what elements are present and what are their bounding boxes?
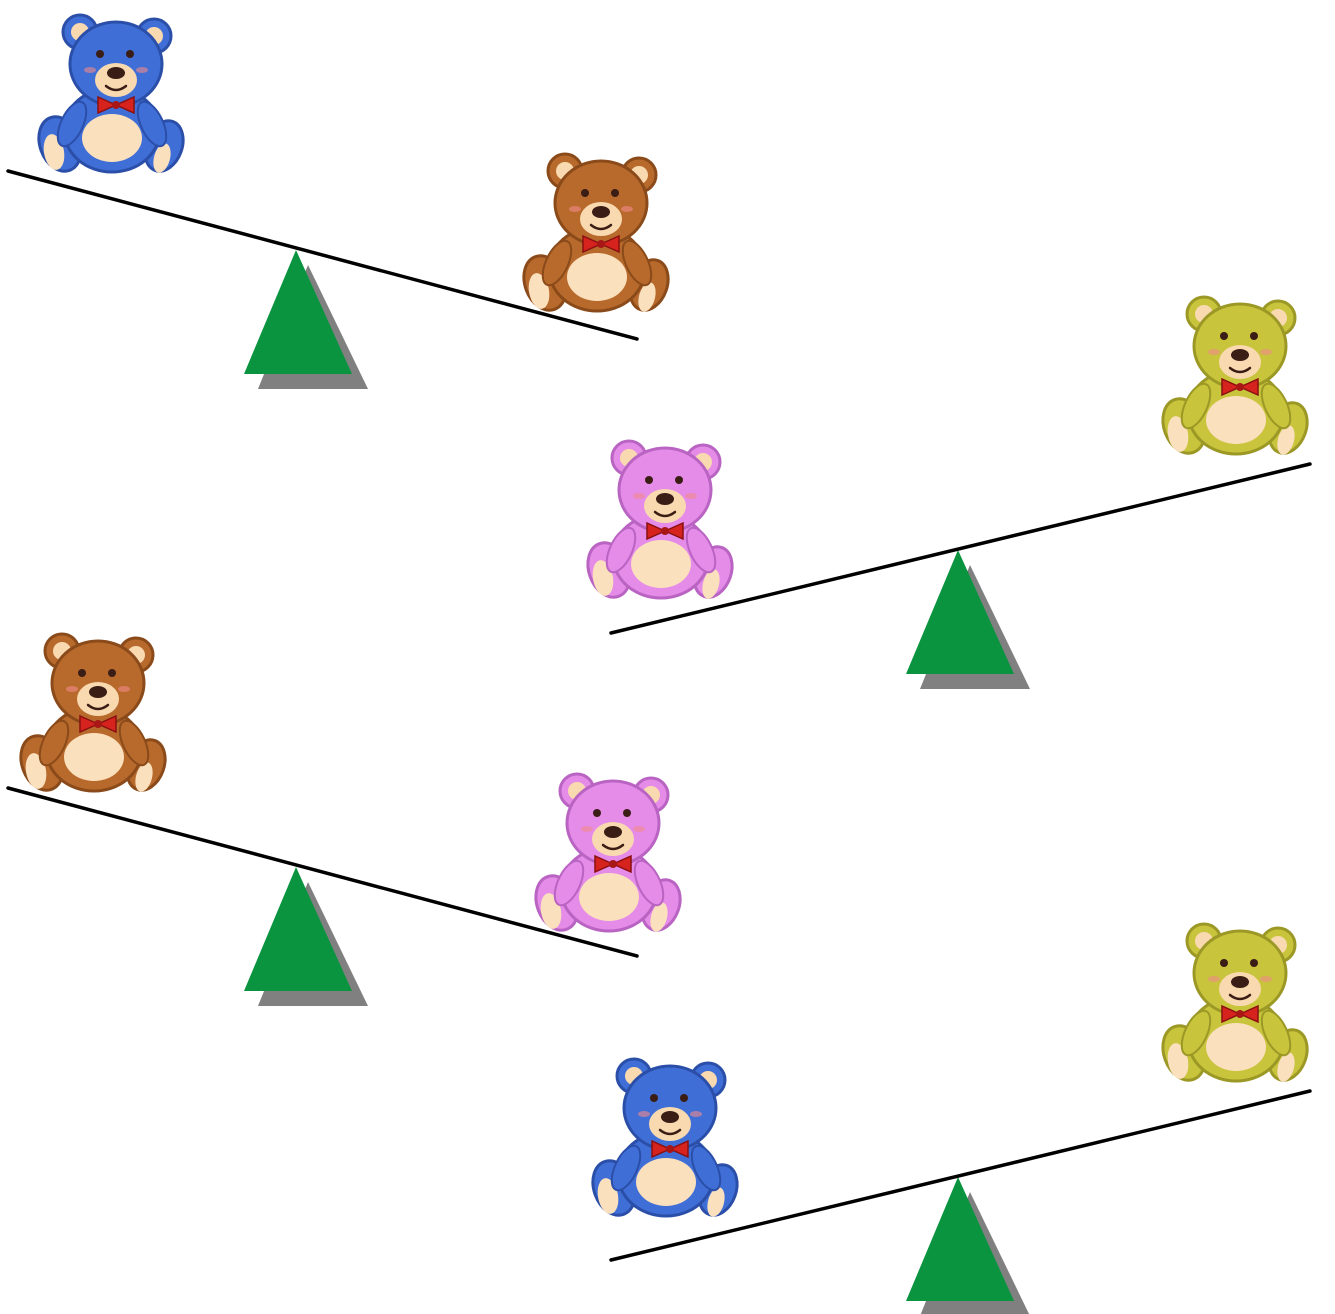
bear-right-eye bbox=[1250, 959, 1258, 967]
bear-right-cheek bbox=[621, 206, 633, 212]
teddy-bear-blue bbox=[586, 1059, 744, 1221]
bear-nose bbox=[1231, 349, 1249, 361]
bear-left-cheek bbox=[1208, 976, 1220, 982]
teddy-bear-brown bbox=[14, 634, 172, 796]
bear-nose bbox=[604, 826, 622, 838]
bear-belly bbox=[631, 540, 691, 588]
bear-left-cheek bbox=[1208, 349, 1220, 355]
bear-right-eye bbox=[126, 50, 134, 58]
bear-right-eye bbox=[108, 669, 116, 677]
bear-belly bbox=[82, 114, 142, 162]
bear-left-eye bbox=[1220, 332, 1228, 340]
bear-nose bbox=[1231, 976, 1249, 988]
fulcrum-triangle bbox=[244, 867, 352, 991]
bear-left-eye bbox=[96, 50, 104, 58]
bear-nose bbox=[107, 67, 125, 79]
bear-belly bbox=[636, 1158, 696, 1206]
bear-left-cheek bbox=[569, 206, 581, 212]
bear-right-cheek bbox=[633, 826, 645, 832]
seesaw-3 bbox=[244, 867, 368, 1006]
teddy-bear-olive bbox=[1156, 297, 1314, 459]
bear-nose bbox=[661, 1111, 679, 1123]
bear-right-cheek bbox=[1260, 976, 1272, 982]
teddy-bear-brown bbox=[517, 154, 675, 316]
bear-nose bbox=[592, 206, 610, 218]
teddy-bear-blue bbox=[32, 15, 190, 177]
bear-right-eye bbox=[611, 189, 619, 197]
bear-right-eye bbox=[680, 1094, 688, 1102]
bow-tie-knot bbox=[597, 240, 605, 248]
teddy-bear-olive bbox=[1156, 924, 1314, 1086]
bow-tie-knot bbox=[661, 527, 669, 535]
bow-tie-knot bbox=[94, 720, 102, 728]
bear-left-eye bbox=[650, 1094, 658, 1102]
seesaw-2 bbox=[906, 550, 1030, 689]
bear-right-cheek bbox=[136, 67, 148, 73]
bear-belly bbox=[567, 253, 627, 301]
teddy-bear-pink bbox=[529, 774, 687, 936]
teddy-bear-pink bbox=[581, 441, 739, 603]
bear-belly bbox=[579, 873, 639, 921]
fulcrum-triangle bbox=[906, 1177, 1014, 1301]
bear-left-cheek bbox=[84, 67, 96, 73]
bear-right-eye bbox=[623, 809, 631, 817]
seesaw-1 bbox=[244, 250, 368, 389]
bear-right-cheek bbox=[690, 1111, 702, 1117]
bear-left-eye bbox=[78, 669, 86, 677]
bear-right-eye bbox=[675, 476, 683, 484]
bear-nose bbox=[656, 493, 674, 505]
bear-left-cheek bbox=[638, 1111, 650, 1117]
bear-belly bbox=[64, 733, 124, 781]
bow-tie-knot bbox=[666, 1145, 674, 1153]
bear-belly bbox=[1206, 1023, 1266, 1071]
bow-tie-knot bbox=[1236, 383, 1244, 391]
bow-tie-knot bbox=[1236, 1010, 1244, 1018]
bear-right-cheek bbox=[685, 493, 697, 499]
bear-left-cheek bbox=[581, 826, 593, 832]
seesaw-4 bbox=[906, 1177, 1030, 1314]
bear-left-cheek bbox=[633, 493, 645, 499]
fulcrum-triangle bbox=[906, 550, 1014, 674]
fulcrum-triangle bbox=[244, 250, 352, 374]
bear-right-cheek bbox=[1260, 349, 1272, 355]
bear-left-cheek bbox=[66, 686, 78, 692]
bear-left-eye bbox=[581, 189, 589, 197]
bear-left-eye bbox=[1220, 959, 1228, 967]
bow-tie-knot bbox=[609, 860, 617, 868]
bear-left-eye bbox=[645, 476, 653, 484]
bear-right-eye bbox=[1250, 332, 1258, 340]
bow-tie-knot bbox=[112, 101, 120, 109]
bear-right-cheek bbox=[118, 686, 130, 692]
bear-belly bbox=[1206, 396, 1266, 444]
bear-left-eye bbox=[593, 809, 601, 817]
bear-nose bbox=[89, 686, 107, 698]
